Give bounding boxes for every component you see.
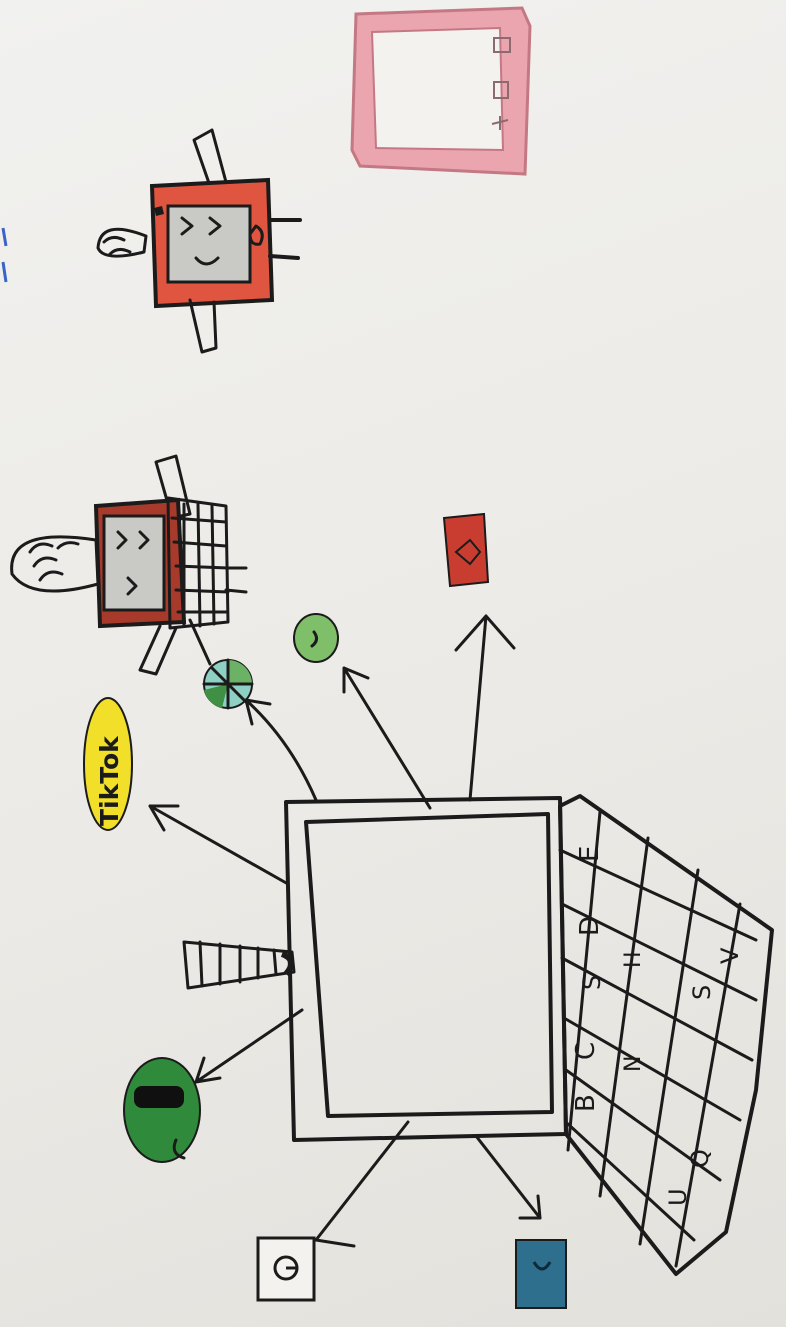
laptop-keyboard-drawing: E D C B S H N S V U Q xyxy=(560,796,772,1274)
key-v: V xyxy=(716,947,744,964)
red-card-drawing xyxy=(444,514,488,586)
key-s: S xyxy=(578,975,606,990)
google-g-icon-drawing xyxy=(258,1238,314,1300)
key-b: B xyxy=(571,1094,601,1112)
laptop-screen-drawing xyxy=(286,798,566,1140)
green-balloon-drawing xyxy=(294,614,338,662)
key-d: D xyxy=(575,916,605,936)
key-h: H xyxy=(621,951,646,968)
tiktok-logo-text: TikTok xyxy=(95,735,124,826)
key-c: C xyxy=(571,1042,601,1060)
red-robot-middle-drawing xyxy=(12,456,246,674)
pink-tablet-drawing xyxy=(352,8,530,174)
red-robot-top-drawing xyxy=(98,130,300,352)
key-u: U xyxy=(664,1188,692,1206)
teal-square-icon-drawing xyxy=(516,1240,566,1308)
key-e: E xyxy=(575,846,605,862)
green-face-badge-drawing xyxy=(124,1058,200,1162)
arrows xyxy=(150,616,540,1246)
tiktok-logo-drawing: TikTok xyxy=(84,698,132,830)
key-q: Q xyxy=(686,1149,714,1168)
striped-speaker-drawing xyxy=(184,942,294,988)
key-s2: S xyxy=(688,985,716,1000)
key-n: N xyxy=(621,1056,646,1072)
blue-ink-marks xyxy=(3,228,6,282)
